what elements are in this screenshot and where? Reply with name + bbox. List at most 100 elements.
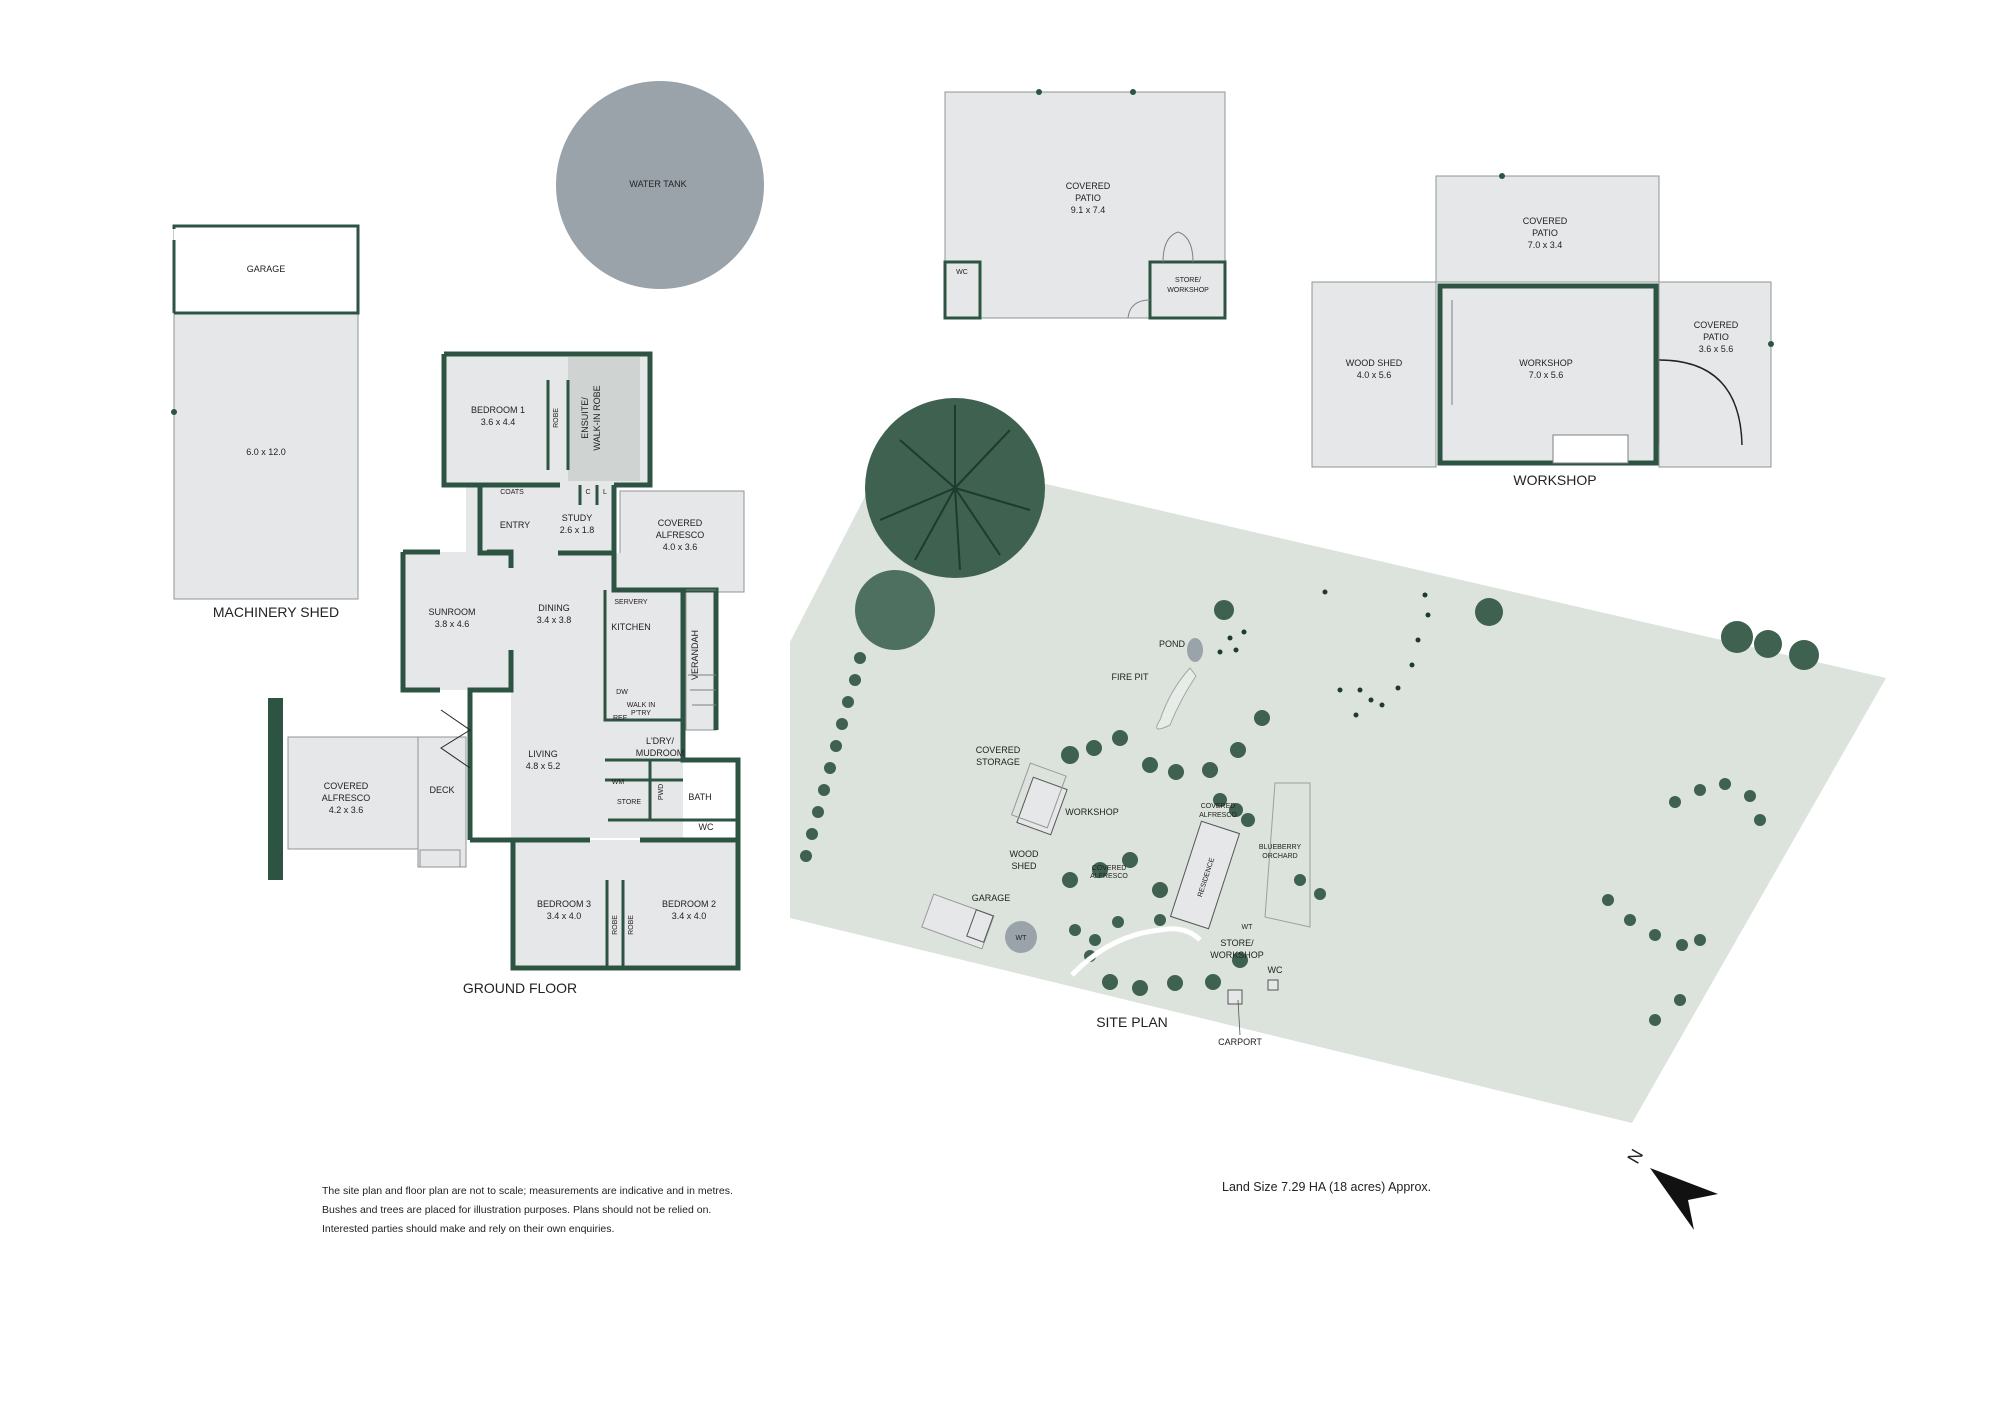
laundry-label2: MUDROOM xyxy=(636,748,685,758)
dw-label: DW xyxy=(616,689,628,696)
carport-label: CARPORT xyxy=(1218,1037,1262,1047)
robe-b2: ROBE xyxy=(628,915,635,935)
study-size: 2.6 x 1.8 xyxy=(560,525,595,535)
disclaimer: The site plan and floor plan are not to … xyxy=(322,1182,842,1239)
patio-size: 9.1 x 7.4 xyxy=(1071,205,1106,215)
bedroom3-size: 3.4 x 4.0 xyxy=(547,911,582,921)
patio-name2: PATIO xyxy=(1075,193,1101,203)
tree xyxy=(1754,630,1782,658)
land-size: Land Size 7.29 HA (18 acres) Approx. xyxy=(1222,1180,1432,1194)
workshop-name: WORKSHOP xyxy=(1519,358,1573,368)
wood-shed-label2: SHED xyxy=(1011,861,1037,871)
bath-label: BATH xyxy=(688,792,711,802)
tree xyxy=(1721,621,1753,653)
covered-storage-label2: STORAGE xyxy=(976,757,1020,767)
covered-alfresco-label2: ALFRESCO xyxy=(1199,812,1237,819)
sunroom-name: SUNROOM xyxy=(429,607,476,617)
dining-size: 3.4 x 3.8 xyxy=(537,615,572,625)
site-wt-small: WT xyxy=(1242,924,1254,931)
kitchen-label: KITCHEN xyxy=(611,622,651,632)
workshop-building: COVERED PATIO 7.0 x 3.4 WOOD SHED 4.0 x … xyxy=(1311,173,1774,488)
ws-patio-right-size: 3.6 x 5.6 xyxy=(1699,344,1734,354)
site-plan-caption: SITE PLAN xyxy=(1096,1014,1168,1030)
covered-alfresco-label: COVERED xyxy=(1201,803,1236,810)
bedroom1-size: 3.6 x 4.4 xyxy=(481,417,516,427)
bedroom3-name: BEDROOM 3 xyxy=(537,899,591,909)
north-arrow: N xyxy=(1623,1146,1718,1230)
blueberry-label2: ORCHARD xyxy=(1262,853,1297,860)
site-store-label: STORE/ xyxy=(1220,938,1254,948)
tree xyxy=(1214,600,1234,620)
entry-label: ENTRY xyxy=(500,520,530,530)
laundry-label: L'DRY/ xyxy=(646,736,675,746)
alfresco-left-size: 4.2 x 3.6 xyxy=(329,805,364,815)
ground-floor-plan: BEDROOM 1 3.6 x 4.4 ROBE ENSUITE/ WALK-I… xyxy=(268,351,745,996)
ws-patio-top-name: COVERED xyxy=(1523,216,1568,226)
wood-shed-size: 4.0 x 5.6 xyxy=(1357,370,1392,380)
walkin-label: WALK IN xyxy=(627,702,656,709)
workshop-size: 7.0 x 5.6 xyxy=(1529,370,1564,380)
servery-label: SERVERY xyxy=(614,599,648,606)
ws-patio-top-size: 7.0 x 3.4 xyxy=(1528,240,1563,250)
alfresco-top-name2: ALFRESCO xyxy=(656,530,705,540)
pond xyxy=(1187,638,1203,662)
tree xyxy=(855,570,935,650)
site-plan: POND FIRE PIT COVERED STORAGE WORKSHOP W… xyxy=(790,398,1886,1123)
ws-patio-right-name: COVERED xyxy=(1694,320,1739,330)
ground-floor-caption: GROUND FLOOR xyxy=(463,980,577,996)
verandah-label: VERANDAH xyxy=(690,630,700,680)
living-name: LIVING xyxy=(528,749,558,759)
ensuite-label: ENSUITE/ xyxy=(580,397,590,439)
disclaimer-line: Interested parties should make and rely … xyxy=(322,1223,615,1235)
wc-label: WC xyxy=(699,822,714,832)
bedroom2-name: BEDROOM 2 xyxy=(662,899,716,909)
coats-label: COATS xyxy=(500,489,524,496)
covered-alfresco-small: COVERED xyxy=(1092,865,1127,872)
alfresco-left-name2: ALFRESCO xyxy=(322,793,371,803)
covered-storage-label: COVERED xyxy=(976,745,1021,755)
site-store-label2: WORKSHOP xyxy=(1210,950,1264,960)
patio-store2: WORKSHOP xyxy=(1167,287,1209,294)
site-water-tank xyxy=(1005,921,1037,953)
blueberry-label: BLUEBERRY xyxy=(1259,844,1302,851)
covered-alfresco-small2: ALFRESCO xyxy=(1090,873,1128,880)
dining-name: DINING xyxy=(538,603,570,613)
disclaimer-line: Bushes and trees are placed for illustra… xyxy=(322,1204,712,1216)
disclaimer-line: The site plan and floor plan are not to … xyxy=(322,1185,733,1197)
robe-b3: ROBE xyxy=(612,915,619,935)
machinery-shed: GARAGE 6.0 x 12.0 MACHINERY SHED xyxy=(171,224,360,620)
alfresco-top-size: 4.0 x 3.6 xyxy=(663,542,698,552)
robe-b1: ROBE xyxy=(553,408,560,428)
shrubs xyxy=(1217,589,1431,718)
patio-building: COVERED PATIO 9.1 x 7.4 WC STORE/ WORKSH… xyxy=(943,89,1227,320)
workshop-caption: WORKSHOP xyxy=(1513,472,1596,488)
l-label: L xyxy=(603,489,607,496)
site-garage-label: GARAGE xyxy=(972,893,1011,903)
study-name: STUDY xyxy=(562,513,593,523)
fire-pit-label: FIRE PIT xyxy=(1111,672,1149,682)
site-wt-label: WT xyxy=(1016,935,1028,942)
pond-label: POND xyxy=(1159,639,1186,649)
patio-store: STORE/ xyxy=(1175,277,1201,284)
fire-pit-area xyxy=(1156,667,1197,730)
site-wc-label: WC xyxy=(1268,965,1283,975)
sunroom-size: 3.8 x 4.6 xyxy=(435,619,470,629)
pwd-label: PWD xyxy=(658,784,665,800)
wood-shed-label: WOOD xyxy=(1010,849,1039,859)
deck-label: DECK xyxy=(429,785,454,795)
bedroom2-size: 3.4 x 4.0 xyxy=(672,911,707,921)
large-tree xyxy=(865,398,1045,578)
alfresco-top-name: COVERED xyxy=(658,518,703,528)
wood-shed-name: WOOD SHED xyxy=(1346,358,1403,368)
alfresco-left-name: COVERED xyxy=(324,781,369,791)
c-label: C xyxy=(585,489,590,496)
garage-label: GARAGE xyxy=(247,264,286,274)
bedroom1-name: BEDROOM 1 xyxy=(471,405,525,415)
ws-patio-top-name2: PATIO xyxy=(1532,228,1558,238)
site-workshop-label: WORKSHOP xyxy=(1065,807,1119,817)
machinery-shed-caption: MACHINERY SHED xyxy=(213,604,339,620)
ref-label: REF xyxy=(613,715,627,722)
patio-wc: WC xyxy=(956,269,968,276)
water-tank: WATER TANK xyxy=(556,81,764,289)
